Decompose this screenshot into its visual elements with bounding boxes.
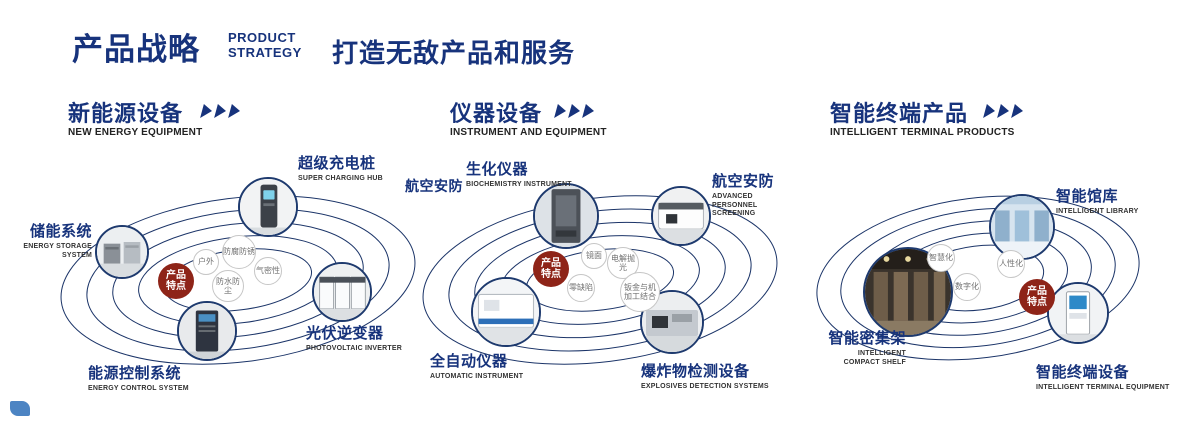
label-intelligent-compact-shelf: 智能密集架 INTELLIGENT COMPACT SHELF: [828, 330, 906, 366]
node-super-charging-hub: [238, 177, 298, 237]
corner-logo: [10, 401, 30, 416]
badge-label: 产品特点: [166, 270, 186, 292]
product-features-badge: 产品特点: [1019, 279, 1055, 315]
label-automatic-instrument: 全自动仪器 AUTOMATIC INSTRUMENT: [430, 353, 524, 380]
badge-label: 产品特点: [541, 258, 561, 280]
feature-bubble: 户外: [193, 249, 219, 275]
page-title-en-line1: PRODUCT: [228, 30, 296, 45]
page-title-en-line2: STRATEGY: [228, 45, 302, 60]
feature-bubble: 钣金与机加工结合: [620, 272, 660, 312]
node-intelligent-terminal-equipment: [1047, 282, 1109, 344]
triple-arrow-icon: [554, 104, 596, 118]
energy-storage-icon: [97, 227, 147, 277]
section-title-new-energy: 新能源设备: [68, 101, 184, 126]
label-biochemistry-instrument: 生化仪器 BIOCHEMISTRY INSTRUMENT: [466, 161, 572, 188]
node-explosives-detection: [640, 290, 704, 354]
product-features-badge: 产品特点: [533, 251, 569, 287]
section-subtitle-new-energy: NEW ENERGY EQUIPMENT: [68, 127, 203, 138]
section-subtitle-instrument: INSTRUMENT AND EQUIPMENT: [450, 127, 607, 138]
feature-bubble: 数字化: [953, 273, 981, 301]
product-features-badge: 产品特点: [158, 263, 194, 299]
charging-pile-icon: [240, 179, 296, 235]
terminal-kiosk-icon: [1049, 284, 1107, 342]
node-energy-storage: [95, 225, 149, 279]
label-aviation-security-left: 航空安防: [405, 178, 463, 194]
page-title-en: PRODUCT STRATEGY: [228, 30, 302, 60]
node-biochemistry-instrument: [533, 183, 599, 249]
label-super-charging-hub: 超级充电桩 SUPER CHARGING HUB: [298, 155, 383, 182]
node-automatic-instrument: [471, 277, 541, 347]
label-intelligent-library: 智能馆库 INTELLIGENT LIBRARY: [1056, 188, 1139, 215]
feature-bubble: 防腐防锈: [222, 235, 256, 269]
orbit-rings-icon: [422, 195, 778, 365]
automatic-instrument-icon: [473, 279, 539, 345]
node-energy-control: [177, 301, 237, 361]
label-personnel-screening: 航空安防 ADVANCED PERSONNEL SCREENING: [712, 173, 775, 217]
label-photovoltaic-inverter: 光伏逆变器 PHOTOVOLTAIC INVERTER: [306, 325, 402, 352]
tagline: 打造无敌产品和服务: [332, 38, 576, 68]
library-icon: [991, 196, 1053, 258]
node-intelligent-library: [989, 194, 1055, 260]
feature-bubble: 气密性: [254, 257, 282, 285]
biochemistry-cabinet-icon: [535, 185, 597, 247]
node-photovoltaic-inverter: [312, 262, 372, 322]
screening-machine-icon: [653, 188, 709, 244]
feature-bubble: 零缺陷: [567, 274, 595, 302]
feature-bubble: 电解抛光: [607, 247, 639, 279]
triple-arrow-icon: [983, 104, 1025, 118]
orbit-rings-icon: [816, 195, 1140, 361]
feature-bubble: 防水防尘: [212, 270, 244, 302]
page-title: 产品战略: [72, 32, 200, 67]
orbit-rings-icon: [60, 195, 416, 365]
section-title-instrument: 仪器设备: [450, 101, 543, 126]
inverter-icon: [314, 264, 370, 320]
section-title-intelligent-terminal: 智能终端产品: [830, 101, 969, 126]
control-cabinet-icon: [179, 303, 235, 359]
compact-shelf-icon: [865, 249, 951, 335]
feature-bubble: 智慧化: [927, 244, 955, 272]
label-energy-control: 能源控制系统 ENERGY CONTROL SYSTEM: [88, 365, 189, 392]
node-personnel-screening: [651, 186, 711, 246]
explosives-detector-icon: [642, 292, 702, 352]
triple-arrow-icon: [200, 104, 242, 118]
section-subtitle-intelligent-terminal: INTELLIGENT TERMINAL PRODUCTS: [830, 127, 1015, 138]
feature-bubble: 人性化: [997, 250, 1025, 278]
label-energy-storage: 储能系统 ENERGY STORAGE SYSTEM: [23, 223, 92, 259]
feature-bubble: 镜面: [581, 243, 607, 269]
label-intelligent-terminal-equipment: 智能终端设备 INTELLIGENT TERMINAL EQUIPMENT: [1036, 364, 1170, 391]
badge-label: 产品特点: [1027, 286, 1047, 308]
label-explosives-detection: 爆炸物检测设备 EXPLOSIVES DETECTION SYSTEMS: [641, 363, 769, 390]
node-intelligent-compact-shelf: [863, 247, 953, 337]
